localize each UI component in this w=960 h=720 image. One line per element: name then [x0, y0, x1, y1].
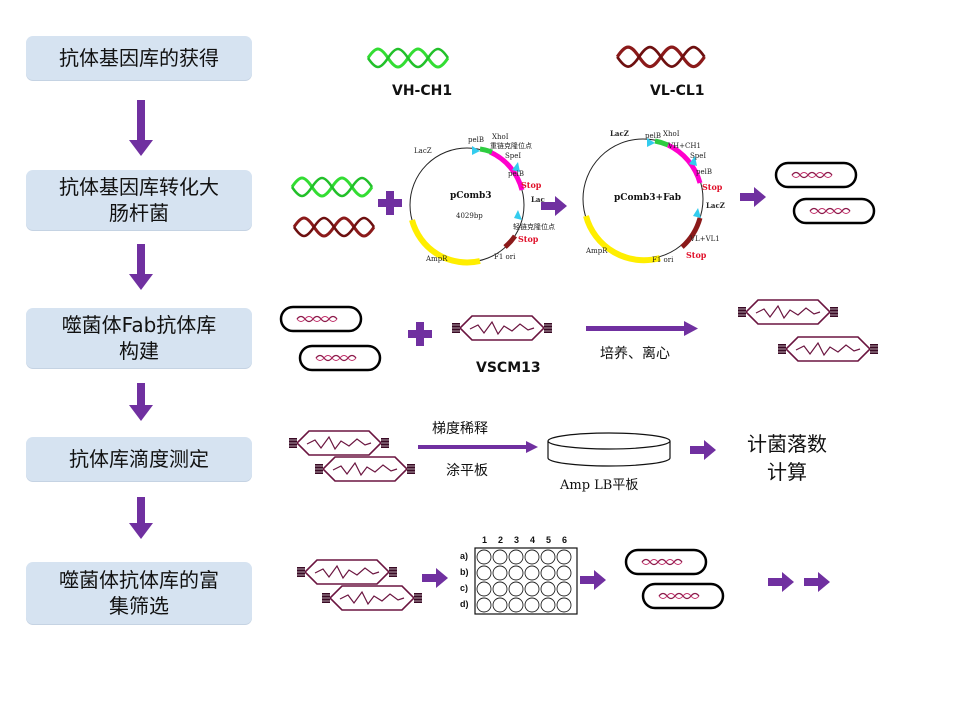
count-line1: 计菌落数 [747, 432, 827, 456]
plate-row-label: b) [460, 567, 469, 577]
plasmid2-spei: SpeI [690, 152, 707, 160]
phage-icon [321, 585, 423, 611]
plasmid1-f1: F1 ori [494, 253, 516, 261]
bacterium-icon [298, 344, 382, 372]
plasmid1-stop2: Stop [518, 234, 539, 244]
spread-label: 涂平板 [446, 463, 488, 479]
plasmid2-lacz: LacZ [610, 129, 629, 138]
step-label: 肠杆菌 [109, 201, 169, 225]
step-label: 抗体基因库转化大 [59, 175, 219, 199]
plasmid1-lacz: LacZ [414, 147, 432, 155]
phage-icon [288, 430, 390, 456]
plasmid2-pelb2: pelB [696, 168, 713, 176]
vh-gene-icon [366, 47, 450, 69]
plasmid1-site1: 重链克隆位点 [490, 142, 532, 150]
right-arrow-icon [586, 321, 698, 336]
plate-col-label: 4 [530, 535, 536, 545]
helper-phage-label: VSCM13 [476, 360, 541, 376]
step-titer: 抗体库滴度测定 [26, 437, 252, 481]
plate-row-label: a) [460, 551, 469, 561]
down-arrow [129, 100, 153, 156]
plasmid1-name: pComb3 [450, 191, 492, 201]
vl-gene-icon [292, 216, 376, 238]
step-label: 集筛选 [109, 594, 169, 618]
step-label: 噬菌体抗体库的富 [59, 568, 219, 592]
plasmid2-stop1: Stop [702, 182, 723, 192]
plasmid1-pelb: pelB [468, 136, 485, 144]
plasmid2-vlcl1: VL+VL1 [690, 235, 720, 243]
plasmid-pcomb3-fab-icon [582, 138, 704, 264]
plasmid2-lacz2: LacZ [706, 201, 725, 210]
plus-icon [378, 191, 402, 215]
plasmid1-ampr: AmpR [426, 255, 448, 263]
bacterium-icon [279, 305, 363, 333]
right-arrow-icon [541, 196, 567, 216]
well-plate-icon [474, 547, 578, 615]
helper-phage-icon [451, 315, 553, 341]
phage-icon [314, 456, 416, 482]
phage-icon [296, 559, 398, 585]
count-line2: 计算 [767, 460, 807, 484]
plate-col-label: 5 [546, 535, 552, 545]
vh-gene-label: VH-CH1 [392, 83, 453, 99]
plasmid1-pelb2: pelB [508, 170, 525, 178]
bacterium-icon [792, 197, 876, 225]
step-transformation: 抗体基因库转化大 肠杆菌 [26, 170, 252, 230]
right-arrow-icon [580, 570, 606, 590]
step-label: 抗体库滴度测定 [69, 447, 209, 471]
right-arrow-icon [768, 572, 794, 592]
plasmid1-size: 4029bp [456, 212, 483, 220]
right-arrow-icon [740, 187, 766, 207]
down-arrow [129, 497, 153, 539]
plate-col-label: 1 [482, 535, 488, 545]
step-label: 噬菌体Fab抗体库 [61, 313, 217, 337]
petri-dish-icon [547, 432, 671, 467]
plasmid2-ampr: AmpR [586, 247, 608, 255]
plate-row-label: c) [460, 583, 469, 593]
bacterium-icon [774, 161, 858, 189]
plasmid1-stop1: Stop [521, 180, 542, 190]
phage-icon [737, 299, 839, 325]
count-label: 计菌落数 计算 [734, 430, 840, 486]
step-panning: 噬菌体抗体库的富 集筛选 [26, 562, 252, 624]
plasmid2-vhch1: VH+CH1 [668, 142, 701, 150]
plasmid2-f1: F1 ori [652, 256, 674, 264]
down-arrow [129, 244, 153, 290]
plate-label: Amp LB平板 [560, 478, 639, 493]
plasmid1-xhoi: XhoI [492, 133, 509, 141]
plate-col-label: 2 [498, 535, 504, 545]
bacterium-icon [624, 548, 708, 576]
culture-label: 培养、离心 [600, 346, 670, 362]
step-label: 构建 [119, 339, 159, 363]
step-label: 抗体基因库的获得 [59, 46, 219, 70]
plasmid2-stop2: Stop [686, 250, 707, 260]
right-arrow-icon [804, 572, 830, 592]
vl-gene-icon [615, 45, 707, 69]
right-arrow-icon [690, 440, 716, 460]
plasmid2-xhoi: XhoI [663, 130, 680, 138]
plus-icon [408, 322, 432, 346]
down-arrow [129, 383, 153, 421]
plasmid1-lac: Lac [531, 195, 545, 204]
plasmid1-site2: 轻链克隆位点 [513, 223, 555, 231]
plasmid2-name: pComb3+Fab [614, 193, 682, 203]
step-gene-library: 抗体基因库的获得 [26, 36, 252, 80]
step-phage-library: 噬菌体Fab抗体库 构建 [26, 308, 252, 368]
right-arrow-icon [418, 441, 538, 453]
plate-col-label: 3 [514, 535, 520, 545]
right-arrow-icon [422, 568, 448, 588]
plasmid2-pelb: pelB [645, 132, 662, 140]
plate-row-label: d) [460, 599, 469, 609]
dilution-label: 梯度稀释 [432, 421, 488, 437]
vh-gene-icon [290, 176, 374, 198]
plasmid-pcomb3-icon [409, 146, 525, 266]
bacterium-icon [641, 582, 725, 610]
phage-icon [777, 336, 879, 362]
plasmid1-spei: SpeI [505, 152, 522, 160]
plate-col-label: 6 [562, 535, 568, 545]
vl-gene-label: VL-CL1 [650, 83, 705, 99]
